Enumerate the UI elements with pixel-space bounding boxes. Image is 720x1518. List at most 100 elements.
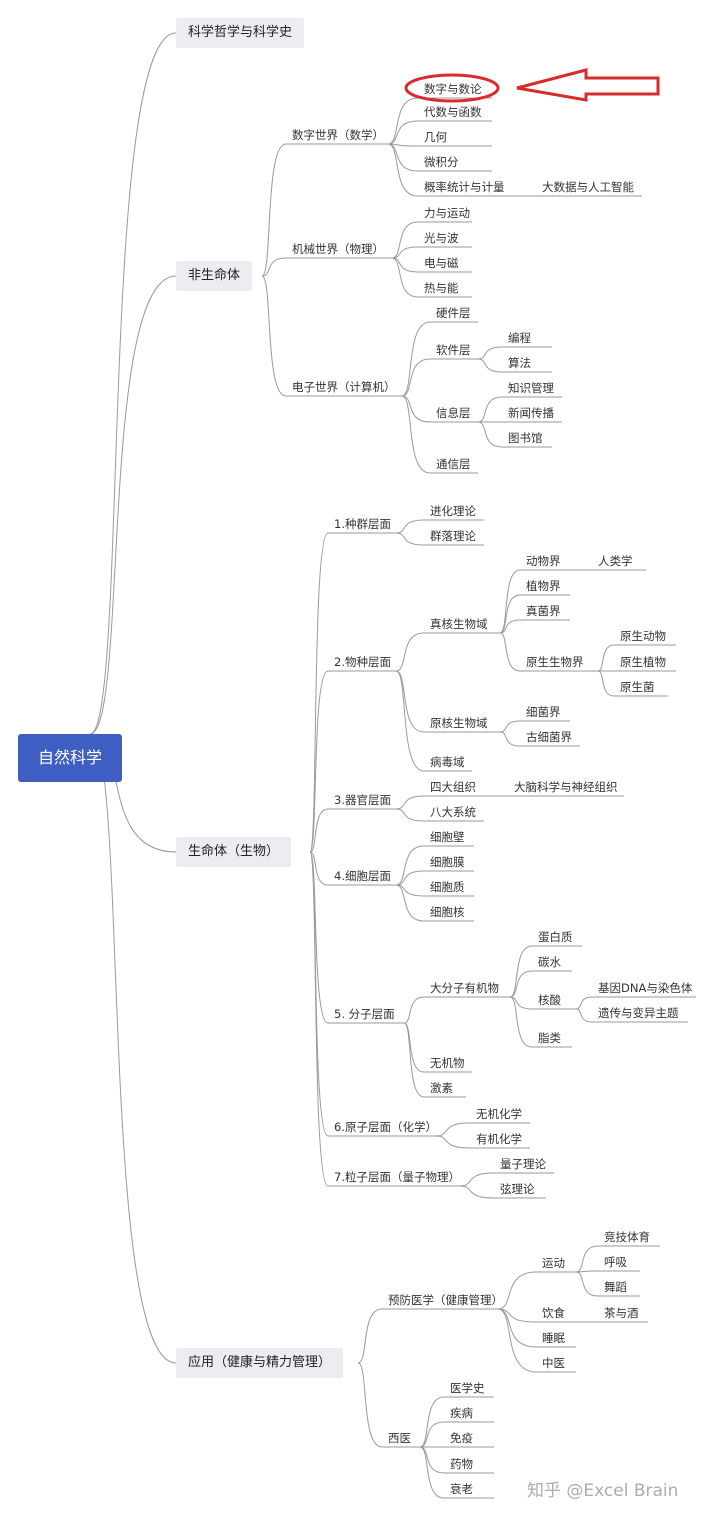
topic-node[interactable]: 编程 (508, 331, 531, 345)
topic-node[interactable]: 大分子有机物 (430, 981, 499, 995)
topic-node[interactable]: 碳水 (538, 955, 561, 969)
topic-node[interactable]: 光与波 (424, 231, 459, 245)
topic-node[interactable]: 大脑科学与神经组织 (514, 780, 618, 794)
connector-line (499, 619, 521, 634)
topic-node[interactable]: 竞技体育 (604, 1230, 650, 1244)
topic-node[interactable]: 通信层 (436, 457, 471, 471)
connector-line (477, 396, 503, 423)
topic-node[interactable]: 图书馆 (508, 431, 543, 445)
topic-node[interactable]: 知识管理 (508, 381, 554, 395)
topic-node[interactable]: 软件层 (436, 343, 471, 357)
topic-node[interactable]: 代数与函数 (424, 105, 482, 119)
topic-node[interactable]: 原生生物界 (526, 655, 584, 669)
connector-line (309, 670, 329, 853)
topic-node[interactable]: 硬件层 (436, 306, 471, 320)
connector-line (575, 1008, 593, 1023)
topic-node[interactable]: 概率统计与计量 (424, 180, 505, 194)
topic-node[interactable]: 6.原子层面（化学） (334, 1120, 437, 1134)
topic-node[interactable]: 蛋白质 (538, 930, 573, 944)
topic-node[interactable]: 量子理论 (500, 1157, 546, 1171)
topic-node[interactable]: 中医 (542, 1356, 565, 1370)
connector-line (309, 532, 329, 853)
topic-node[interactable]: 有机化学 (476, 1132, 522, 1146)
topic-node[interactable]: 细胞膜 (430, 855, 465, 869)
topic-node[interactable]: 疾病 (450, 1406, 473, 1420)
topic-node[interactable]: 基因DNA与染色体 (598, 981, 693, 995)
topic-node[interactable]: 八大系统 (430, 805, 476, 819)
topic-node[interactable]: 几何 (424, 130, 447, 144)
topic-node[interactable]: 信息层 (436, 406, 471, 420)
connector-line (401, 395, 431, 423)
topic-node[interactable]: 细胞质 (430, 880, 465, 894)
topic-node[interactable]: 7.粒子层面（量子物理） (334, 1170, 460, 1184)
topic-node[interactable]: 算法 (508, 356, 531, 370)
topic-node[interactable]: 微积分 (424, 155, 459, 169)
topic-node[interactable]: 古细菌界 (526, 730, 572, 744)
topic-node[interactable]: 无机化学 (476, 1107, 522, 1121)
topic-node[interactable]: 2.物种层面 (334, 655, 391, 669)
topic-node[interactable]: 人类学 (598, 554, 633, 568)
branch-3[interactable]: 应用（健康与精力管理） (176, 1348, 344, 1378)
topic-node[interactable]: 新闻传播 (508, 406, 554, 420)
connector-line (357, 1362, 383, 1448)
topic-node[interactable]: 力与运动 (424, 206, 470, 220)
topic-node[interactable]: 原生植物 (620, 655, 666, 669)
connector-line (509, 970, 533, 998)
connector-line (387, 120, 419, 145)
topic-node[interactable]: 睡眠 (542, 1331, 565, 1345)
topic-node[interactable]: 西医 (388, 1431, 411, 1445)
topic-node[interactable]: 舞蹈 (604, 1280, 627, 1294)
topic-node[interactable]: 呼吸 (604, 1255, 627, 1269)
topic-node[interactable]: 弦理论 (500, 1182, 535, 1196)
topic-node[interactable]: 四大组织 (430, 780, 476, 794)
topic-node[interactable]: 医学史 (450, 1381, 485, 1395)
connector-line (261, 275, 287, 397)
topic-node[interactable]: 细菌界 (526, 705, 561, 719)
connector-line (401, 321, 431, 397)
topic-node[interactable]: 细胞核 (430, 905, 465, 919)
topic-node[interactable]: 细胞壁 (430, 830, 465, 844)
root-topic[interactable]: 自然科学 (18, 734, 122, 782)
topic-node[interactable]: 病毒域 (430, 755, 465, 769)
topic-node[interactable]: 5. 分子层面 (334, 1007, 395, 1021)
topic-node[interactable]: 数字与数论 (424, 82, 482, 96)
topic-node[interactable]: 群落理论 (430, 529, 476, 543)
topic-node[interactable]: 数字世界（数学） (292, 128, 384, 142)
topic-node[interactable]: 预防医学（健康管理） (388, 1293, 503, 1307)
topic-node[interactable]: 运动 (542, 1256, 565, 1270)
branch-1[interactable]: 非生命体 (176, 261, 253, 291)
topic-node[interactable]: 茶与酒 (604, 1306, 639, 1320)
branch-2[interactable]: 生命体（生物） (176, 837, 292, 867)
connector-line (435, 1122, 471, 1137)
topic-node[interactable]: 脂类 (538, 1031, 561, 1045)
topic-node[interactable]: 植物界 (526, 579, 561, 593)
topic-node[interactable]: 药物 (450, 1457, 473, 1471)
topic-node[interactable]: 核酸 (538, 993, 561, 1007)
topic-node[interactable]: 大数据与人工智能 (542, 180, 634, 194)
topic-node[interactable]: 衰老 (450, 1482, 473, 1496)
topic-node[interactable]: 3.器官层面 (334, 793, 391, 807)
connector-line (403, 996, 425, 1024)
topic-node[interactable]: 无机物 (430, 1056, 465, 1070)
topic-node[interactable]: 原生菌 (620, 680, 655, 694)
topic-node[interactable]: 饮食 (542, 1306, 565, 1320)
topic-node[interactable]: 4.细胞层面 (334, 869, 391, 883)
topic-node[interactable]: 1.种群层面 (334, 517, 391, 531)
branch-0[interactable]: 科学哲学与科学史 (176, 18, 305, 48)
topic-node[interactable]: 免疫 (450, 1431, 473, 1445)
topic-node[interactable]: 动物界 (526, 554, 561, 568)
topic-node[interactable]: 原生动物 (620, 629, 666, 643)
topic-node[interactable]: 真菌界 (526, 604, 561, 618)
connector-line (309, 808, 329, 853)
topic-node[interactable]: 原核生物域 (430, 716, 488, 730)
topic-node[interactable]: 真核生物域 (430, 617, 488, 631)
connector-line (395, 884, 425, 922)
topic-node[interactable]: 激素 (430, 1081, 453, 1095)
topic-node[interactable]: 电子世界（计算机） (292, 380, 396, 394)
topic-node[interactable]: 电与磁 (424, 256, 459, 270)
topic-node[interactable]: 机械世界（物理） (292, 242, 384, 256)
topic-node[interactable]: 遗传与变异主题 (598, 1006, 679, 1020)
topic-node[interactable]: 热与能 (424, 281, 459, 295)
topic-node[interactable]: 进化理论 (430, 504, 476, 518)
connector-line (419, 1396, 445, 1448)
